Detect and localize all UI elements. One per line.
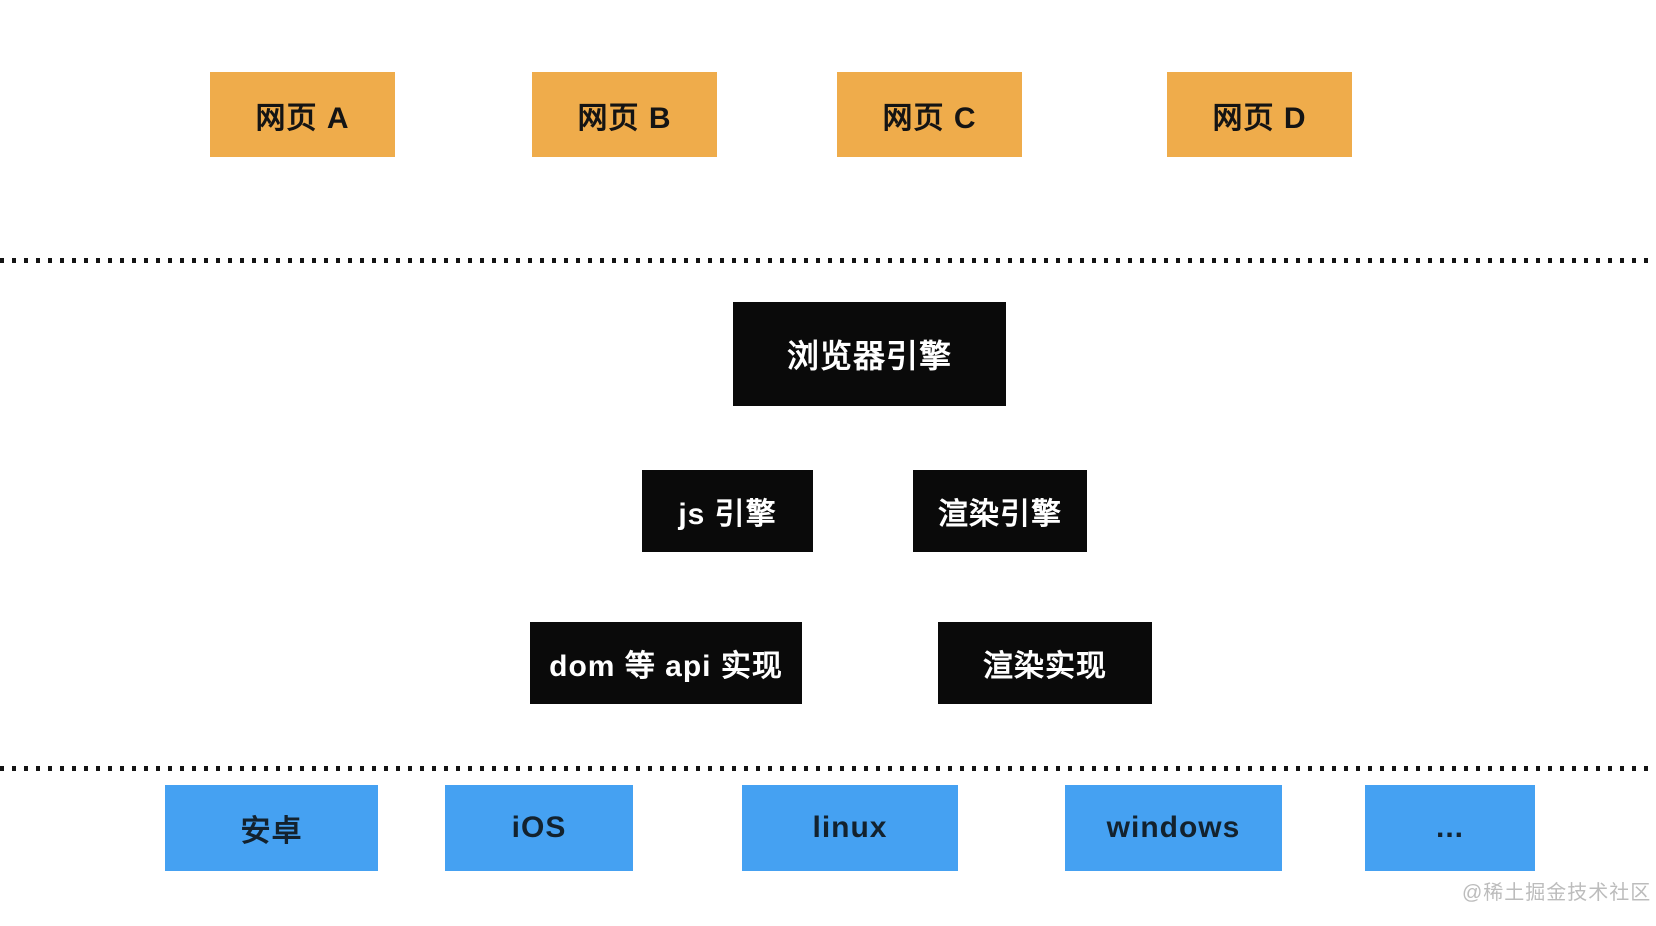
- render-engine-label: 渲染引擎: [938, 498, 1062, 531]
- platform-android-box: 安卓: [165, 785, 378, 871]
- js-engine-box: js 引擎: [642, 470, 813, 552]
- platform-ios-box: iOS: [445, 785, 633, 871]
- platform-linux-box: linux: [742, 785, 958, 871]
- dom-api-implementation-label: dom 等 api 实现: [549, 650, 783, 683]
- webpage-c-box: 网页 C: [837, 72, 1022, 157]
- render-engine-box: 渲染引擎: [913, 470, 1087, 552]
- platform-windows-label: windows: [1106, 811, 1241, 844]
- upper-boundary-dotted-line: [0, 258, 1656, 263]
- browser-engine-box: 浏览器引擎: [733, 302, 1006, 406]
- browser-engine-label: 浏览器引擎: [786, 338, 952, 374]
- webpage-a-box: 网页 A: [210, 72, 395, 157]
- render-implementation-label: 渲染实现: [983, 650, 1107, 683]
- platform-windows-box: windows: [1065, 785, 1282, 871]
- lower-boundary-dotted-line: [0, 766, 1656, 771]
- watermark-text: @稀土掘金技术社区: [1462, 882, 1652, 904]
- platform-ios-label: iOS: [511, 811, 567, 844]
- webpage-d-label: 网页 D: [1212, 101, 1307, 135]
- platform-ellipsis-box: ...: [1365, 785, 1535, 871]
- render-implementation-box: 渲染实现: [938, 622, 1152, 704]
- webpage-b-label: 网页 B: [577, 101, 672, 135]
- webpage-a-label: 网页 A: [255, 101, 350, 135]
- platform-android-label: 安卓: [240, 815, 303, 848]
- js-engine-label: js 引擎: [678, 498, 777, 531]
- webpage-d-box: 网页 D: [1167, 72, 1352, 157]
- webpage-c-label: 网页 C: [882, 101, 977, 135]
- platform-linux-label: linux: [812, 811, 888, 844]
- webpage-b-box: 网页 B: [532, 72, 717, 157]
- dom-api-implementation-box: dom 等 api 实现: [530, 622, 802, 704]
- platform-ellipsis-label: ...: [1435, 811, 1464, 844]
